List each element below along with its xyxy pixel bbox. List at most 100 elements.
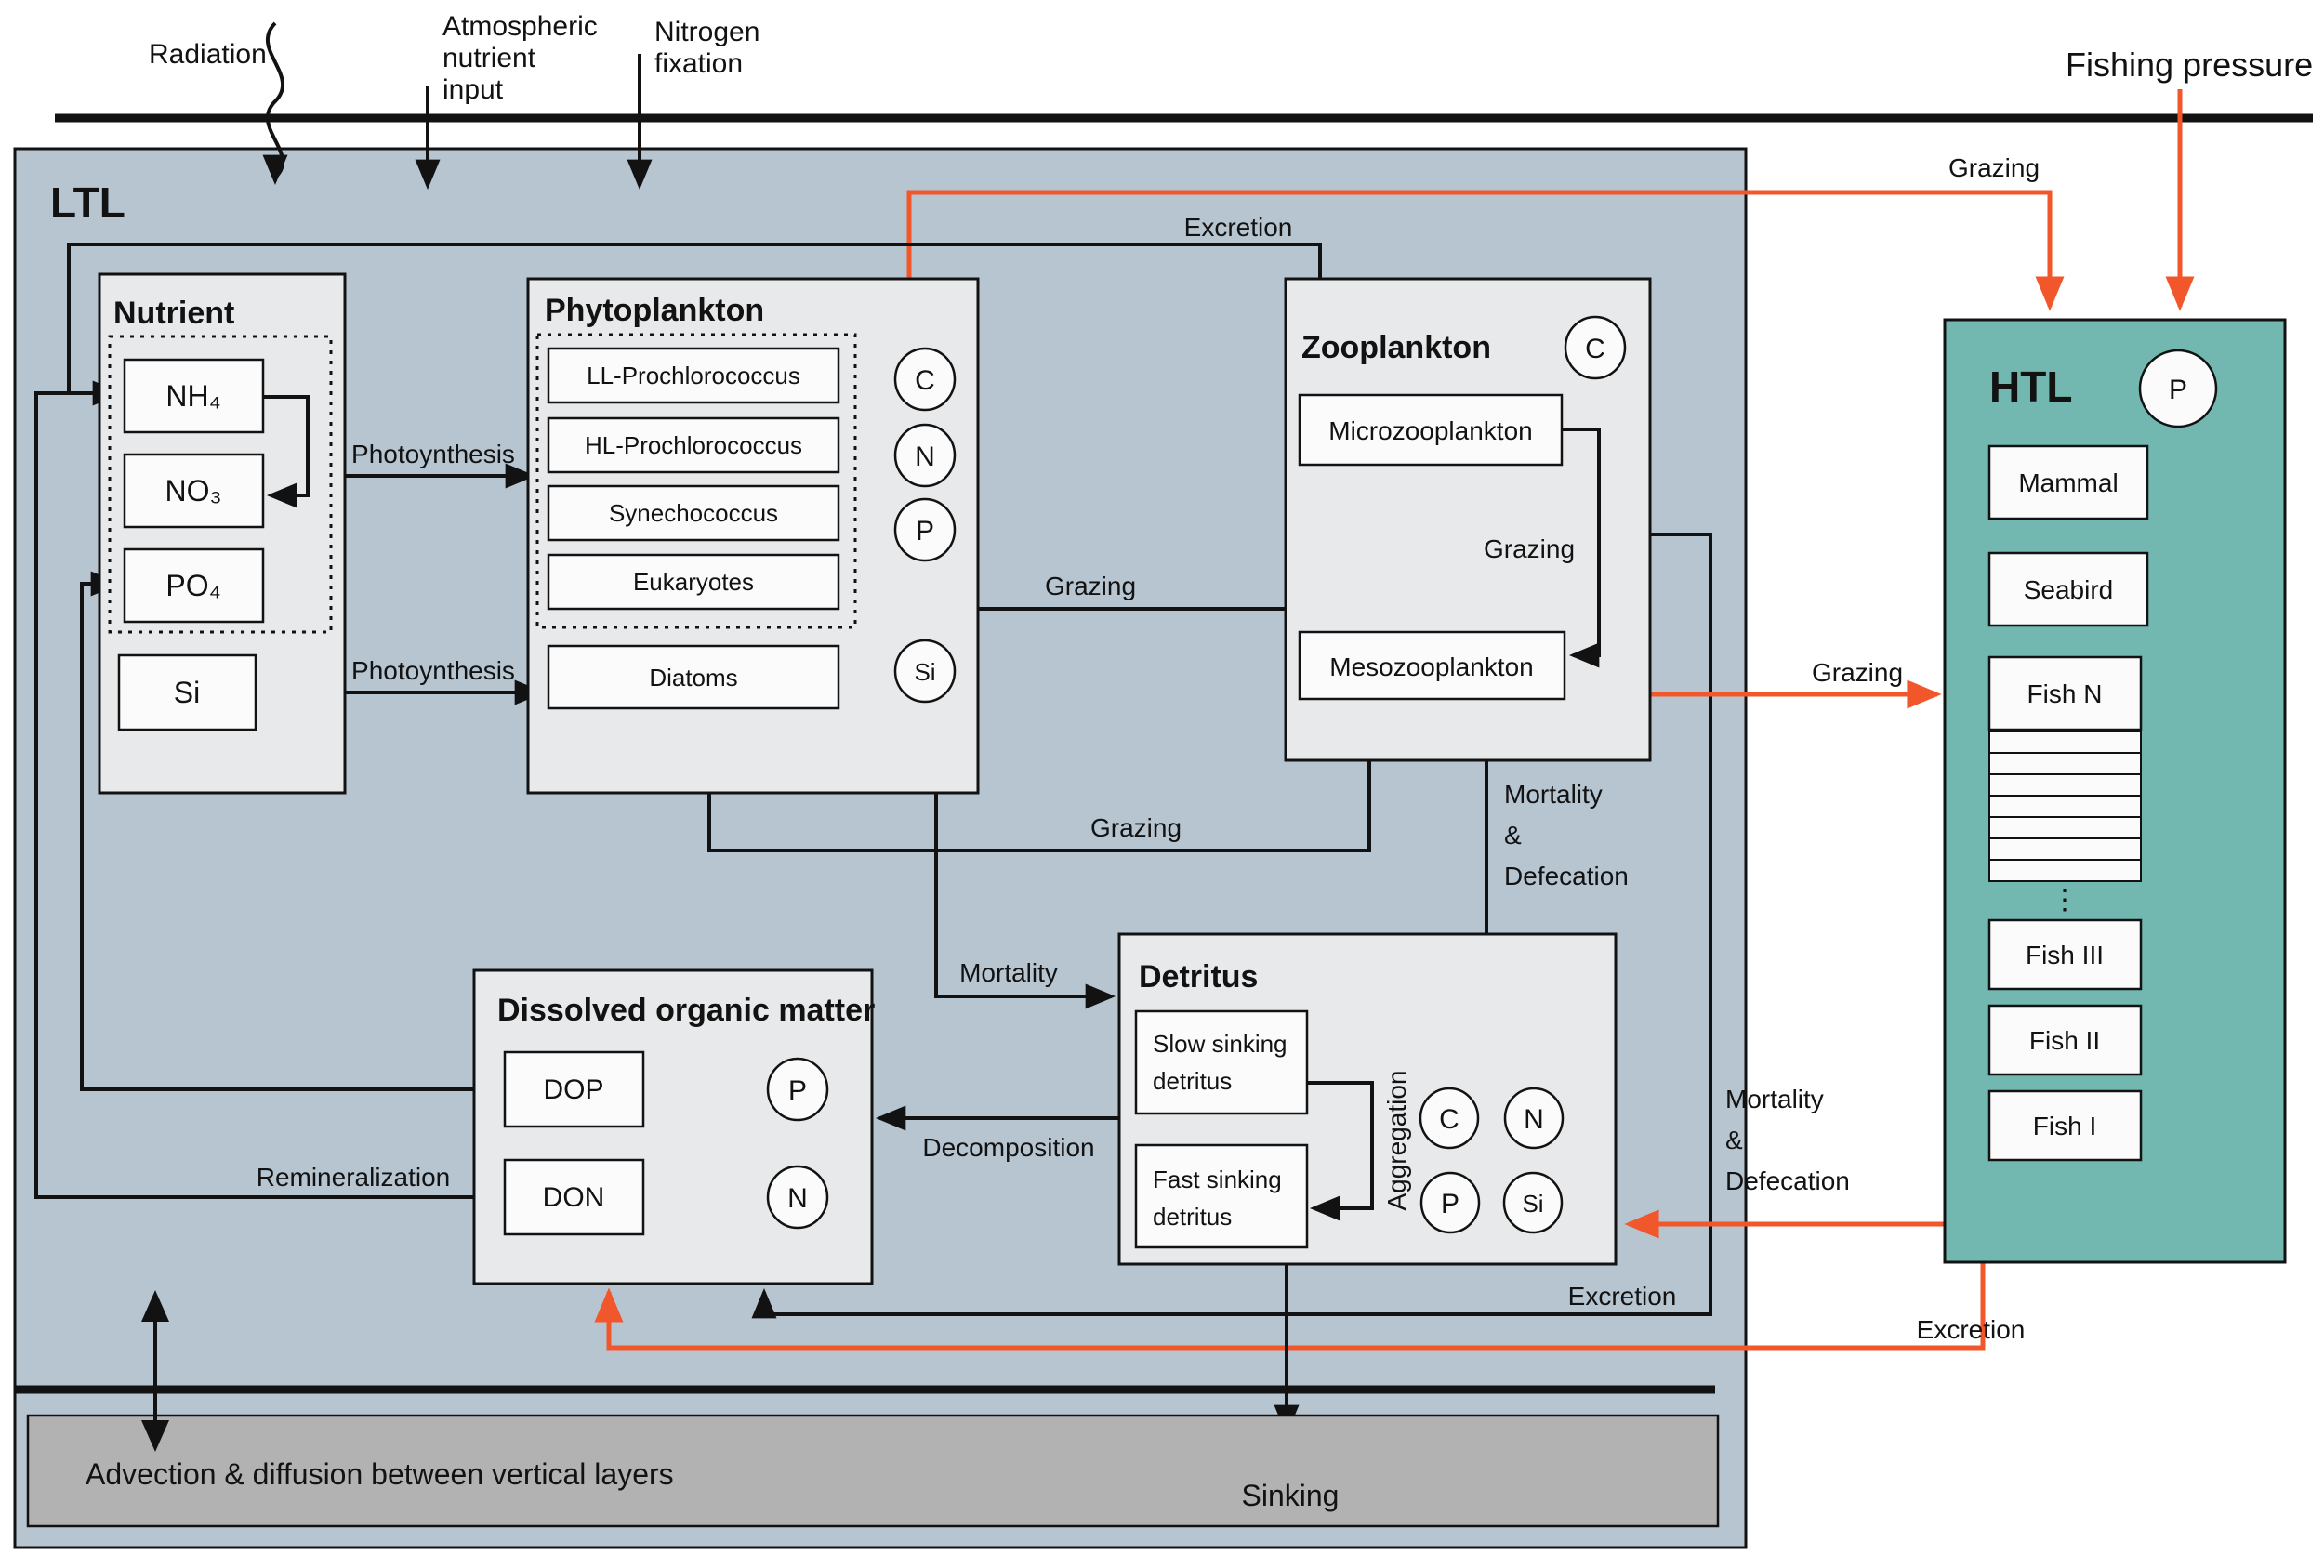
mammal-node (1987, 444, 2149, 520)
advection-double-arrow (141, 1290, 169, 1452)
grazing-phyto-htl-label: Grazing (1948, 153, 2040, 182)
si-node (117, 653, 257, 731)
advection-arrow-down-head (141, 1420, 169, 1452)
dom-title: Dissolved organic matter (497, 993, 875, 1028)
don-node (503, 1158, 645, 1236)
atmospheric-input-label: Atmospheric nutrient input (442, 11, 605, 105)
dop-label: DOP (543, 1074, 603, 1105)
nh4-label: NH₄ (165, 379, 220, 413)
ll-prochlorococcus-node (547, 347, 840, 404)
po4-label: PO₄ (165, 569, 220, 602)
fish-stack-stripe (1988, 773, 2142, 797)
fast-sinking-detritus-node (1134, 1143, 1309, 1249)
fish-stack-stripe (1988, 816, 2142, 839)
phyto-carbon-label: C (915, 365, 935, 396)
detritus-silicon-label: Si (1522, 1190, 1543, 1218)
zooplankton-title: Zooplankton (1301, 330, 1491, 365)
grazing-euk-micro-label: Grazing (1045, 572, 1136, 600)
phyto-nitrogen-label: N (915, 441, 935, 472)
fish-ii-label: Fish II (2029, 1026, 2100, 1055)
flow-aggregation-slow-fast (1307, 1081, 1374, 1221)
htl-panel: HTL P Mammal Seabird Fish N ⋮ Fish III F… (1943, 318, 2287, 1264)
detritus-panel: Detritus Slow sinking detritus Fast sink… (1117, 932, 1618, 1266)
flow-grazing-micro-meso (1562, 428, 1601, 668)
phyto-nitrogen-circle (893, 423, 957, 488)
nitrogen-fixation-label: Nitrogen fixation (654, 17, 768, 79)
dom-phosphorus-label: P (788, 1075, 807, 1106)
zoo-carbon-label: C (1585, 334, 1605, 364)
htl-phosphorus-circle (2138, 349, 2218, 428)
advection-label: Advection & diffusion between vertical l… (86, 1457, 674, 1491)
flow-nh4-no3 (263, 395, 310, 508)
remineralization-label: Remineralization (257, 1163, 451, 1192)
mammal-label: Mammal (2018, 468, 2118, 497)
bottom-section: Advection & diffusion between vertical l… (15, 1290, 1720, 1528)
photosynthesis-upper-label: Photoynthesis (351, 440, 515, 468)
zoo-carbon-circle (1564, 315, 1627, 380)
detritus-phosphorus-circle (1419, 1171, 1481, 1234)
flow-excretion-zoo-dom (751, 533, 1712, 1319)
fish-i-node (1987, 1089, 2143, 1162)
radiation-wavy-arrow (262, 21, 288, 186)
detritus-phosphorus-label: P (1441, 1189, 1459, 1219)
aggregation-label: Aggregation (1382, 1070, 1411, 1210)
eukaryotes-label: Eukaryotes (633, 568, 754, 596)
ltl-title: LTL (50, 178, 125, 227)
phytoplankton-panel: Phytoplankton LL-Prochlorococcus HL-Proc… (526, 277, 980, 795)
fish-iii-node (1987, 918, 2143, 991)
seabird-label: Seabird (2024, 575, 2114, 604)
fish-stack-stripe (1988, 795, 2142, 818)
radiation-label: Radiation (149, 39, 267, 70)
no3-node (123, 453, 265, 529)
fish-n-node (1987, 655, 2143, 731)
excretion-zoo-nutrient-label: Excretion (1184, 213, 1293, 242)
don-label: DON (543, 1182, 605, 1213)
diatoms-node (547, 644, 840, 710)
mesozooplankton-node (1298, 630, 1566, 701)
fish-ii-node (1987, 1004, 2143, 1076)
synechococcus-node (547, 484, 840, 542)
dom-phosphorus-circle (766, 1057, 829, 1122)
photosynthesis-lower-label: Photoynthesis (351, 656, 515, 685)
slow-sinking-detritus-label: Slow sinking detritus (1153, 1030, 1294, 1095)
detritus-nitrogen-circle (1503, 1087, 1565, 1150)
sinking-label: Sinking (1242, 1479, 1340, 1512)
phyto-silicon-label: Si (914, 658, 935, 686)
excretion-htl-dom-label: Excretion (1917, 1315, 2026, 1344)
detritus-carbon-label: C (1439, 1104, 1459, 1135)
htl-phosphorus-label: P (2169, 375, 2187, 405)
fish-n-label: Fish N (2027, 679, 2103, 708)
phyto-carbon-circle (893, 347, 957, 412)
ll-prochlorococcus-label: LL-Prochlorococcus (587, 362, 800, 389)
flow-don-remineralization (34, 380, 505, 1199)
slow-sinking-detritus-node (1134, 1009, 1309, 1115)
detritus-title: Detritus (1139, 959, 1258, 995)
mortality-defecation-htl-label: Mortality & Defecation (1725, 1085, 1850, 1195)
nh4-node (123, 358, 265, 434)
flow-grazing-phyto-htl (906, 190, 2065, 311)
fast-sinking-detritus-label: Fast sinking detritus (1153, 1166, 1288, 1231)
dop-node (503, 1050, 645, 1128)
microzooplankton-node (1298, 393, 1564, 467)
mortality-label: Mortality (959, 958, 1058, 987)
detritus-silicon-circle (1502, 1171, 1564, 1234)
diatoms-label: Diatoms (649, 664, 737, 692)
fish-stack-stripe (1988, 837, 2142, 861)
detritus-carbon-circle (1419, 1087, 1480, 1150)
eukaryotes-node (547, 553, 840, 611)
fish-iii-label: Fish III (2026, 941, 2104, 969)
flow-excretion-zoo-top (67, 243, 1322, 393)
microzooplankton-label: Microzooplankton (1328, 416, 1532, 445)
zooplankton-panel: Zooplankton C Microzooplankton Mesozoopl… (1284, 277, 1652, 762)
fish-i-label: Fish I (2033, 1112, 2096, 1140)
advection-arrow-up-head (141, 1290, 169, 1322)
flow-mortality-phyto-detritus (934, 793, 1116, 1009)
dom-nitrogen-label: N (787, 1183, 808, 1214)
nutrient-dotted-group (108, 335, 333, 634)
mesozooplankton-label: Mesozooplankton (1329, 652, 1533, 681)
fish-stack-stripe (1988, 752, 2142, 775)
seabird-node (1987, 551, 2149, 627)
grazing-micro-meso-label: Grazing (1484, 534, 1575, 563)
